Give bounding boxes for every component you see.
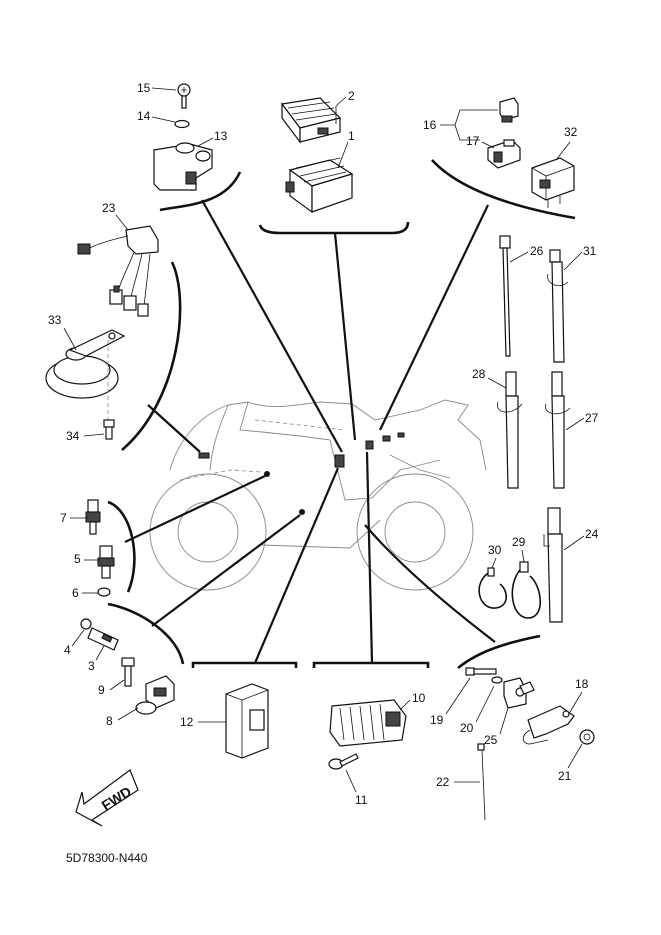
forward-arrow: FWD: [75, 769, 139, 827]
callout-2: 2: [348, 89, 355, 103]
connector-mark: [397, 432, 405, 438]
group-bracket: [107, 602, 185, 665]
leader-line: [253, 467, 340, 664]
callout-labels: 15 14 13 2 1 16 17 32 23 33 34 26 31 28 …: [48, 81, 599, 807]
nut-21: [579, 729, 595, 745]
leader-line: [124, 475, 266, 543]
callout-17: 17: [466, 134, 480, 148]
sensor-point: [299, 509, 305, 515]
callout-8: 8: [106, 714, 113, 728]
callout-20: 20: [460, 721, 474, 735]
callout-28: 28: [472, 367, 486, 381]
callout-21: 21: [558, 769, 572, 783]
callout-29: 29: [512, 535, 526, 549]
sensor-3: [87, 627, 119, 651]
connector-mark: [382, 435, 391, 442]
leader-line: [379, 204, 489, 431]
group-bracket: [457, 634, 541, 670]
callout-34: 34: [66, 429, 80, 443]
washer-20: [491, 676, 503, 684]
unit-1: [285, 157, 354, 214]
callout-31: 31: [583, 244, 597, 258]
leader-line: [151, 514, 301, 627]
bracket-13: [153, 142, 213, 191]
callout-26: 26: [530, 244, 544, 258]
motorcycle-outline: [149, 399, 487, 591]
relay-32: [531, 157, 575, 208]
unit-12: [225, 683, 269, 759]
callout-24: 24: [585, 527, 599, 541]
leader-line: [147, 404, 201, 453]
callout-3: 3: [88, 659, 95, 673]
relay-16: [499, 97, 519, 123]
clip-30: [478, 567, 508, 609]
sensor-point: [264, 471, 270, 477]
callout-12: 12: [180, 715, 194, 729]
bracket-25: [503, 677, 535, 709]
callout-23: 23: [102, 201, 116, 215]
callout-4: 4: [64, 643, 71, 657]
callout-18: 18: [575, 677, 589, 691]
unit-2: [280, 97, 342, 144]
wire-harness-23: [77, 225, 159, 317]
cable-tie-27: [545, 371, 571, 489]
callout-10: 10: [412, 691, 426, 705]
cable-tie-28: [497, 371, 523, 489]
group-bracket: [258, 221, 410, 235]
leader-line: [365, 451, 374, 664]
holder-17: [487, 139, 521, 169]
callout-27: 27: [585, 411, 599, 425]
callout-5: 5: [74, 552, 81, 566]
connector-mark: [198, 452, 210, 459]
cable-tie-26: [499, 235, 511, 357]
group-bracket: [312, 661, 430, 668]
callout-33: 33: [48, 313, 62, 327]
group-bracket: [191, 661, 298, 668]
rectifier-10: [329, 699, 407, 747]
callout-15: 15: [137, 81, 151, 95]
bolt-9: [121, 657, 135, 687]
bolt-19: [465, 667, 497, 676]
group-bracket: [431, 159, 576, 220]
callout-16: 16: [423, 118, 437, 132]
cable-tie-24: [543, 507, 563, 623]
sensor-5: [97, 545, 115, 579]
drawing-code: 5D78300-N440: [66, 851, 148, 865]
sensor-8: [135, 675, 175, 715]
bolt-34: [103, 419, 115, 440]
callout-6: 6: [72, 586, 79, 600]
callout-25: 25: [484, 733, 498, 747]
callout-7: 7: [60, 511, 67, 525]
washer-14: [174, 119, 190, 129]
leader-line: [201, 199, 343, 453]
cable-tie-22: [477, 743, 486, 821]
callout-30: 30: [488, 543, 502, 557]
callout-9: 9: [98, 683, 105, 697]
callout-14: 14: [137, 109, 151, 123]
clip-29: [511, 561, 541, 619]
bracket-18: [522, 705, 575, 745]
callout-19: 19: [430, 713, 444, 727]
leader-line: [364, 524, 496, 643]
callout-1: 1: [348, 129, 355, 143]
callout-13: 13: [214, 129, 228, 143]
horn-33: [45, 329, 126, 399]
connector-mark: [334, 454, 345, 468]
leader-line: [333, 232, 357, 441]
callout-11: 11: [355, 793, 368, 807]
sensor-7: [85, 499, 101, 535]
callout-22: 22: [436, 775, 450, 789]
callout-32: 32: [564, 125, 578, 139]
group-bracket: [121, 261, 182, 451]
connector-mark: [365, 440, 374, 450]
cable-tie-31: [547, 249, 569, 363]
washer-6: [97, 587, 111, 597]
bolt-11: [328, 753, 359, 770]
screw-15: [177, 83, 191, 109]
washer-4: [80, 618, 92, 630]
